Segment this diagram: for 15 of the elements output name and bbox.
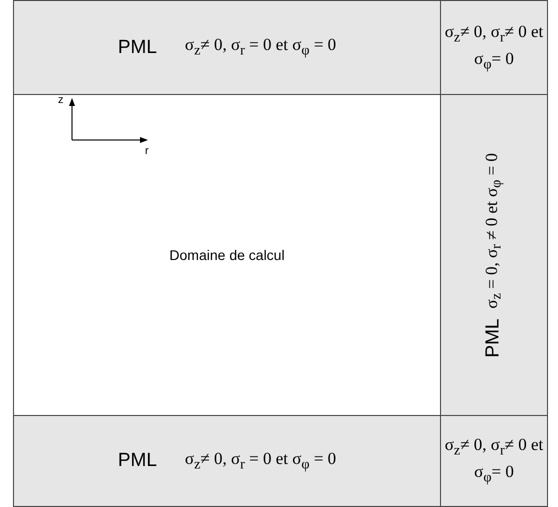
region-title: PML	[118, 450, 157, 472]
condition-formula: σ$_{z}$≠ 0, σ$_{r}$≠ 0 et σ$_{φ}$= 0	[444, 20, 544, 74]
pml-corner	[440, 0, 548, 95]
pml-layer	[13, 0, 441, 95]
pml-corner	[440, 415, 548, 507]
condition-formula: σ$_{z}$≠ 0, σ$_{r}$ = 0 et σ$_{φ}$ = 0	[184, 35, 336, 60]
condition-formula: σ$_{z}$≠ 0, σ$_{r}$≠ 0 et σ$_{φ}$= 0	[444, 434, 544, 488]
region-label: Domaine de calcul	[169, 247, 285, 263]
condition-formula: σ$_{z}$≠ 0, σ$_{r}$ = 0 et σ$_{φ}$ = 0	[184, 448, 336, 474]
region-title: PML	[118, 36, 157, 58]
axis-label: r	[145, 145, 149, 157]
pml-layer	[440, 94, 548, 416]
pml-layer	[13, 415, 441, 507]
axis-label: z	[58, 94, 64, 106]
region-title: PML	[482, 318, 505, 358]
